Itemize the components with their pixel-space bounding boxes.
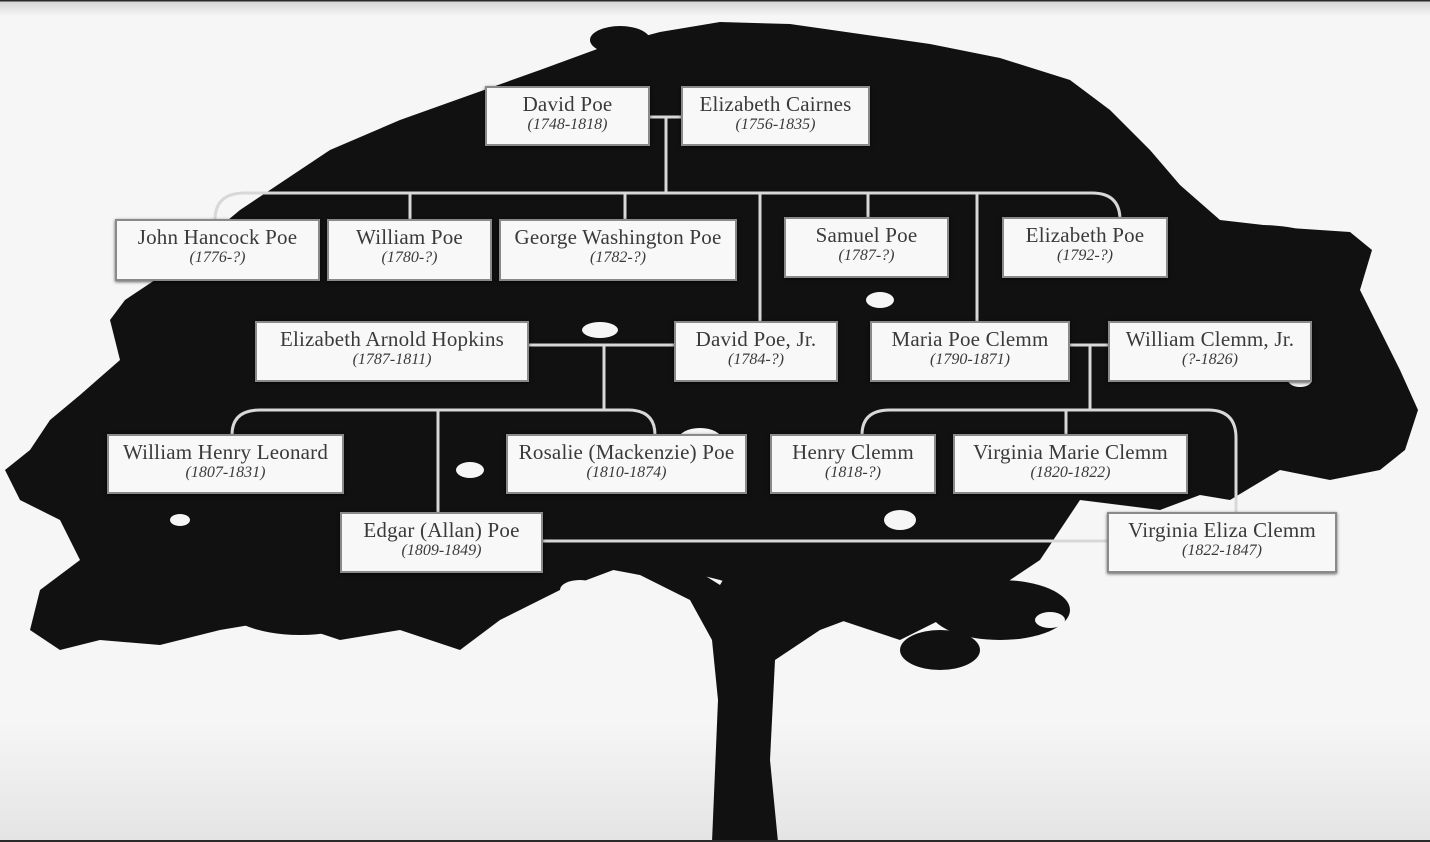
- person-name: Rosalie (Mackenzie) Poe: [518, 440, 735, 464]
- person-dates: (1784-?): [728, 351, 784, 368]
- person-elizabeth-cairnes[interactable]: Elizabeth Cairnes (1756-1835): [681, 86, 870, 146]
- person-name: David Poe, Jr.: [695, 327, 817, 351]
- person-dates: (1810-1874): [586, 464, 667, 481]
- person-name: Elizabeth Arnold Hopkins: [279, 327, 505, 351]
- person-name: David Poe: [522, 92, 613, 116]
- person-dates: (1792-?): [1057, 247, 1113, 264]
- person-maria-poe-clemm[interactable]: Maria Poe Clemm (1790-1871): [870, 321, 1070, 382]
- top-shadow: [0, 0, 1430, 18]
- person-name: Elizabeth Poe: [1025, 223, 1145, 247]
- person-dates: (?-1826): [1182, 351, 1238, 368]
- person-name: Virginia Marie Clemm: [973, 440, 1168, 464]
- person-name: Maria Poe Clemm: [891, 327, 1049, 351]
- person-william-henry-leonard[interactable]: William Henry Leonard (1807-1831): [107, 434, 344, 494]
- person-dates: (1787-1811): [352, 351, 432, 368]
- person-name: Henry Clemm: [792, 440, 914, 464]
- person-william-clemm-jr[interactable]: William Clemm, Jr. (?-1826): [1108, 321, 1312, 382]
- person-samuel-poe[interactable]: Samuel Poe (1787-?): [784, 217, 949, 278]
- person-david-poe[interactable]: David Poe (1748-1818): [485, 86, 650, 146]
- person-john-hancock-poe[interactable]: John Hancock Poe (1776-?): [115, 219, 320, 281]
- person-dates: (1776-?): [189, 249, 246, 266]
- person-name: George Washington Poe: [514, 225, 722, 249]
- person-william-poe[interactable]: William Poe (1780-?): [327, 219, 492, 281]
- person-david-poe-jr[interactable]: David Poe, Jr. (1784-?): [674, 321, 838, 382]
- person-virginia-marie-clemm[interactable]: Virginia Marie Clemm (1820-1822): [953, 434, 1188, 494]
- person-dates: (1780-?): [381, 249, 438, 266]
- person-dates: (1782-?): [590, 249, 646, 266]
- person-name: William Poe: [356, 225, 463, 249]
- person-dates: (1807-1831): [185, 464, 266, 481]
- person-dates: (1748-1818): [527, 116, 608, 133]
- person-george-washington-poe[interactable]: George Washington Poe (1782-?): [499, 219, 737, 281]
- person-dates: (1822-1847): [1182, 542, 1262, 559]
- person-name: Elizabeth Cairnes: [699, 92, 852, 116]
- person-name: Virginia Eliza Clemm: [1128, 518, 1316, 542]
- person-name: Edgar (Allan) Poe: [363, 518, 520, 542]
- person-dates: (1790-1871): [930, 351, 1010, 368]
- bottom-border: [0, 840, 1430, 842]
- person-name: John Hancock Poe: [137, 225, 298, 249]
- person-dates: (1787-?): [838, 247, 895, 264]
- person-rosalie-poe[interactable]: Rosalie (Mackenzie) Poe (1810-1874): [506, 434, 747, 494]
- person-virginia-eliza-clemm[interactable]: Virginia Eliza Clemm (1822-1847): [1107, 512, 1337, 573]
- person-dates: (1756-1835): [735, 116, 816, 133]
- person-name: William Clemm, Jr.: [1125, 327, 1295, 351]
- person-elizabeth-poe[interactable]: Elizabeth Poe (1792-?): [1002, 217, 1168, 278]
- person-elizabeth-arnold-hopkins[interactable]: Elizabeth Arnold Hopkins (1787-1811): [255, 321, 529, 382]
- person-dates: (1820-1822): [1030, 464, 1111, 481]
- person-edgar-allan-poe[interactable]: Edgar (Allan) Poe (1809-1849): [340, 512, 543, 573]
- person-dates: (1809-1849): [401, 542, 482, 559]
- person-dates: (1818-?): [825, 464, 881, 481]
- person-name: William Henry Leonard: [122, 440, 329, 464]
- person-henry-clemm[interactable]: Henry Clemm (1818-?): [770, 434, 936, 494]
- person-name: Samuel Poe: [815, 223, 918, 247]
